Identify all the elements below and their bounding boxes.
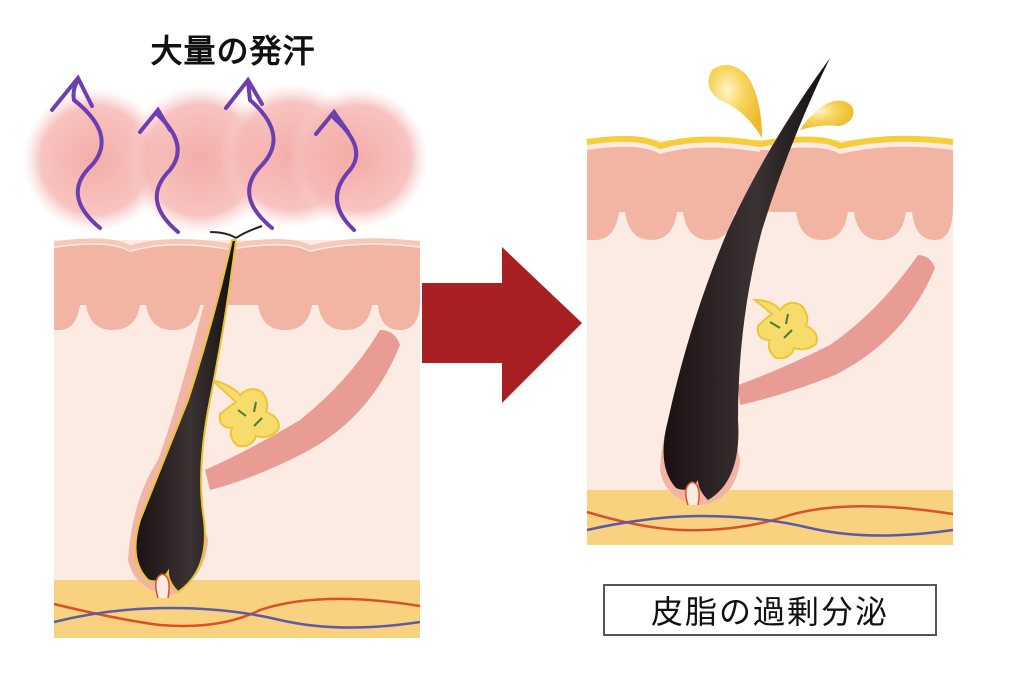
left-skin-diagram	[53, 225, 421, 638]
sebum-film	[586, 135, 954, 150]
sebum-caption-text: 皮脂の過剰分泌	[650, 593, 889, 631]
arrector-muscle	[205, 330, 400, 490]
hair-shaft	[663, 58, 830, 500]
vein	[53, 606, 421, 629]
wavy-arrow-icon	[246, 80, 276, 230]
sebum-droplet-icon	[708, 64, 762, 138]
artery	[586, 505, 954, 532]
wavy-arrow-icon	[332, 116, 359, 232]
sweating-title: 大量の発汗	[150, 32, 316, 70]
arrector-muscle	[738, 255, 935, 405]
sweat-arrows	[50, 74, 359, 234]
subcutis-layer	[54, 580, 420, 638]
sebaceous-gland	[752, 298, 818, 360]
sebum-caption-box: 皮脂の過剰分泌	[603, 584, 937, 636]
wavy-arrow-icon	[154, 113, 180, 234]
sebum-droplet-icon	[800, 100, 854, 130]
sweat-cloud	[288, 88, 428, 228]
right-skin-diagram	[586, 58, 954, 545]
vein	[586, 514, 954, 537]
artery	[53, 597, 421, 628]
wavy-arrow-icon	[71, 78, 104, 230]
sebaceous-gland	[211, 379, 280, 448]
hair-shaft	[134, 239, 238, 594]
right-arrow-icon	[422, 247, 582, 403]
epidermis-layer	[54, 244, 420, 330]
subcutis-layer	[587, 490, 953, 545]
